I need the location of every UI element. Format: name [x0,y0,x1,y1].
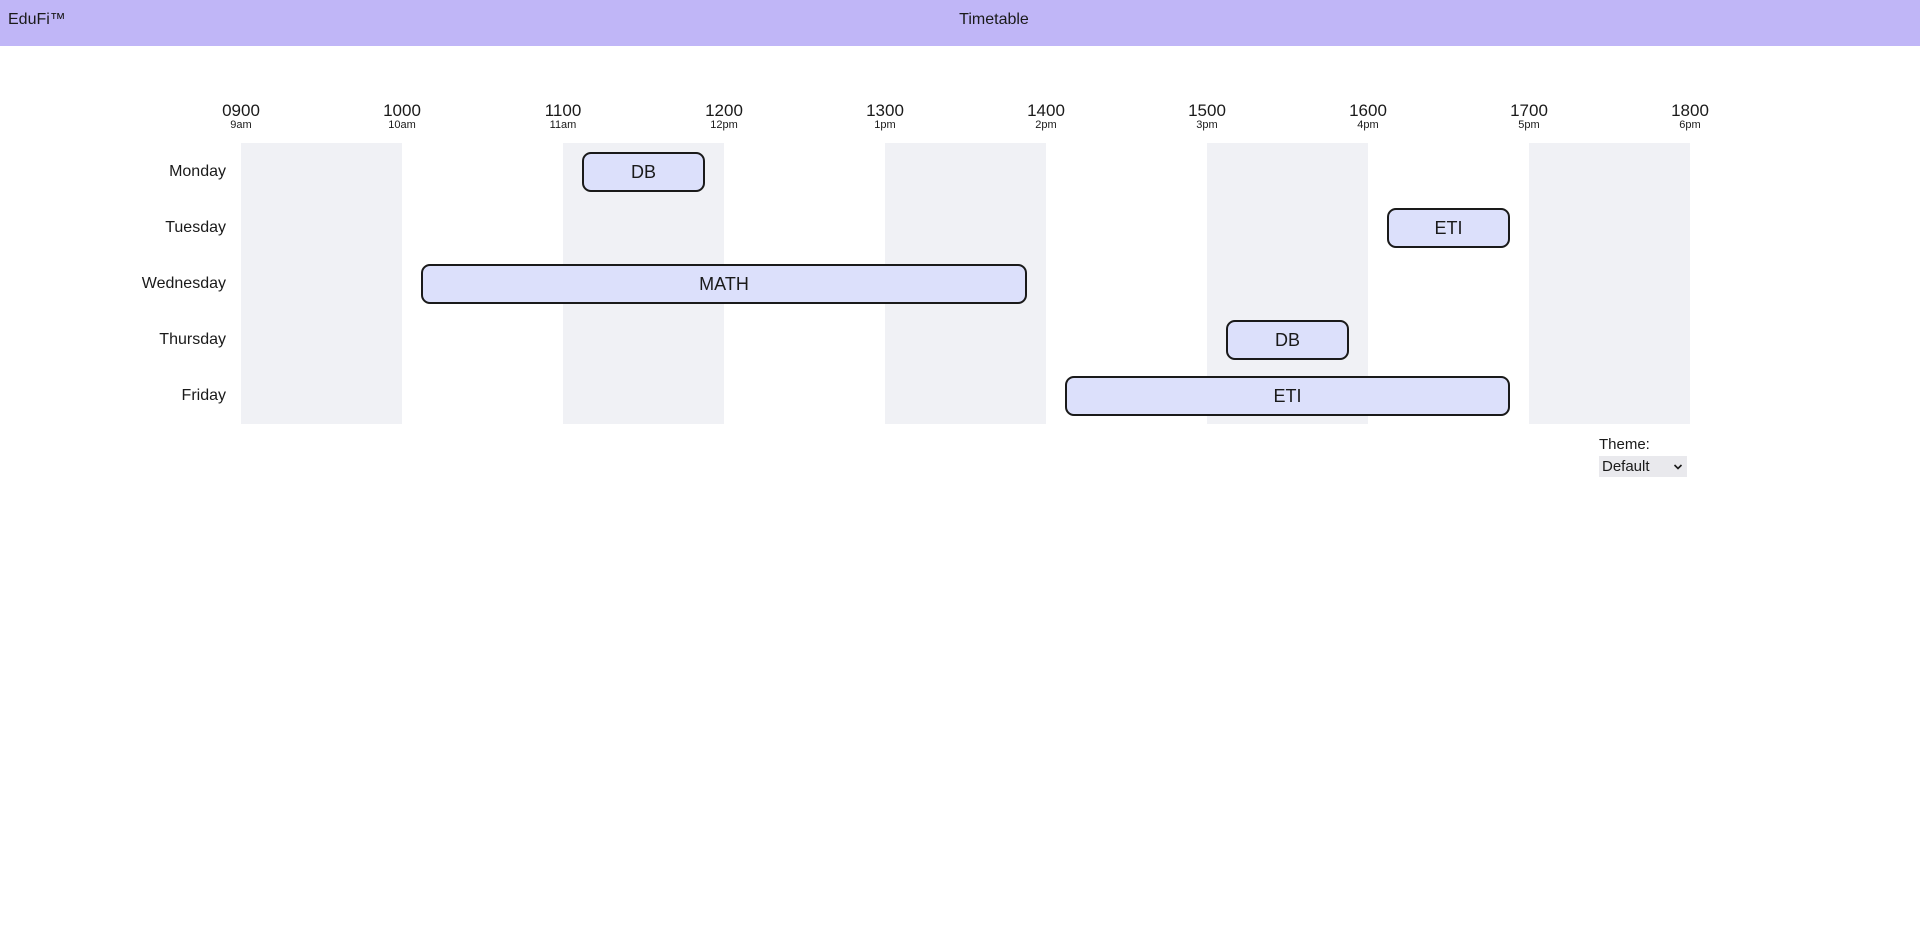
hour-label-24h: 1400 [1027,101,1065,120]
hour-label-12h: 6pm [1679,119,1701,131]
hour-label-12h: 10am [388,119,416,131]
hour-label-12h: 3pm [1196,119,1218,131]
chevron-down-icon [1673,463,1683,470]
hour-label-12h: 11am [549,119,577,131]
day-label-wednesday: Wednesday [141,275,226,292]
day-label-monday: Monday [169,163,226,180]
hour-label-12h: 1pm [874,119,896,131]
theme-dropdown[interactable]: Default [1599,456,1687,477]
hour-label-24h: 1700 [1510,101,1548,120]
hour-label-24h: 1500 [1188,101,1226,120]
day-label-tuesday: Tuesday [165,219,226,236]
hour-label-12h: 2pm [1035,119,1057,131]
app-header: EduFi™ Timetable [0,0,1920,46]
hour-label-12h: 5pm [1518,119,1540,131]
class-block-eti[interactable]: ETI [1387,208,1510,248]
hour-label-12h: 9am [230,119,252,131]
theme-label: Theme: [1599,436,1650,453]
day-label-friday: Friday [181,387,226,404]
hour-label-24h: 1800 [1671,101,1709,120]
class-block-eti[interactable]: ETI [1065,376,1510,416]
hour-label-24h: 0900 [222,101,260,120]
hour-label-24h: 1100 [544,101,582,120]
hour-label-24h: 1200 [705,101,743,120]
hour-band [1529,143,1690,424]
hour-label-24h: 1000 [383,101,421,120]
hour-label-12h: 12pm [710,119,738,131]
hour-label-12h: 4pm [1357,119,1379,131]
theme-selected-value: Default [1602,458,1650,475]
class-block-db[interactable]: DB [582,152,705,192]
day-label-thursday: Thursday [159,331,226,348]
hour-label-24h: 1300 [866,101,904,120]
theme-selector: Theme: Default [1599,436,1687,477]
page-title: Timetable [959,11,1029,28]
hour-label-24h: 1600 [1349,101,1387,120]
class-block-db[interactable]: DB [1226,320,1349,360]
hour-band [241,143,402,424]
class-block-math[interactable]: MATH [421,264,1027,304]
brand-logo-text[interactable]: EduFi™ [8,11,66,28]
